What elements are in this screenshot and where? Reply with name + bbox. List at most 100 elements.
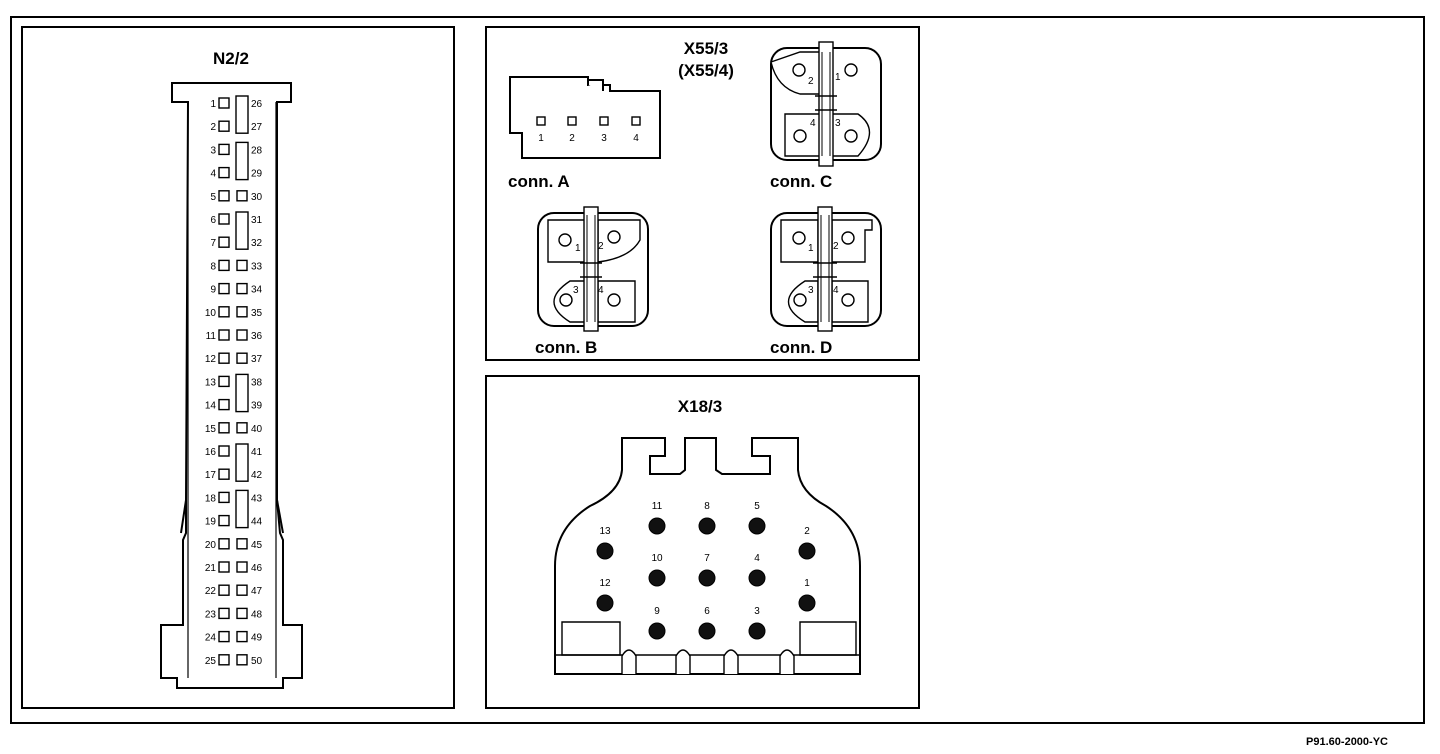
conn-b-pin: 4 — [598, 285, 604, 296]
n22-pin-cavity — [218, 561, 230, 573]
x183-pin-contact — [798, 594, 816, 612]
conn-c-pin: 2 — [808, 76, 814, 87]
conn-a-pin: 1 — [538, 133, 544, 144]
n22-pin-cavity — [236, 190, 248, 202]
n22-pin-label: 28 — [251, 145, 263, 156]
x183-pin-label: 5 — [754, 501, 760, 512]
x183-pin-label: 3 — [754, 606, 760, 617]
x183-pin-contact — [648, 622, 666, 640]
n22-pin-cavity — [236, 422, 248, 434]
conn-b-pin: 1 — [575, 243, 581, 254]
n22-pin-cavity — [236, 306, 248, 318]
n22-pin-label: 22 — [205, 586, 217, 597]
n22-pin-cavity — [218, 97, 230, 109]
conn-b-label: conn. B — [535, 338, 597, 357]
n22-pin-label: 50 — [251, 656, 263, 667]
n22-pin-cavity — [218, 468, 230, 480]
x183-pin-label: 2 — [804, 526, 810, 537]
x553-title: X55/3 — [684, 39, 728, 58]
n22-pin-label: 19 — [205, 517, 217, 528]
n22-pin-label: 40 — [251, 424, 263, 435]
n22-pin-cavity — [218, 259, 230, 272]
conn-a-pin: 2 — [569, 133, 575, 144]
x183-title: X18/3 — [678, 397, 722, 416]
n22-pin-cavity — [218, 120, 230, 132]
n22-pin-label: 25 — [205, 656, 217, 667]
conn-c-pin: 4 — [810, 118, 816, 129]
n22-pin-cavity — [218, 166, 230, 179]
n22-pin-label: 31 — [251, 215, 263, 226]
n22-pin-cavity — [218, 538, 230, 550]
n22-pin-cavity — [218, 329, 230, 341]
conn-b-connector: 1 2 3 4 — [537, 206, 649, 332]
x183-pin-label: 11 — [652, 501, 663, 512]
n22-pin-label: 4 — [210, 169, 216, 180]
n22-pin-cavity — [218, 190, 230, 202]
n22-pin-label: 10 — [205, 308, 217, 319]
n22-pin-cavity — [218, 630, 230, 643]
conn-a-label: conn. A — [508, 172, 570, 191]
n22-pin-cavity — [236, 282, 248, 295]
n22-pin-label: 15 — [205, 424, 217, 435]
n22-pin-cavity — [236, 538, 248, 550]
conn-d-pin: 3 — [808, 285, 814, 296]
n22-pin-cavity — [218, 607, 230, 620]
x183-pin-contact — [698, 622, 716, 640]
conn-c-connector: 2 1 4 3 — [770, 41, 882, 167]
n22-pin-cavity — [236, 259, 248, 272]
conn-c-pin: 1 — [835, 72, 841, 83]
n22-pin-label: 23 — [205, 609, 217, 620]
n22-pin-cavity — [218, 236, 230, 248]
panel-n22 — [21, 26, 455, 709]
n22-grouped-cavity — [235, 489, 249, 529]
n22-pin-cavity — [218, 282, 230, 295]
n22-pin-label: 6 — [210, 215, 216, 226]
conn-b-pin: 3 — [573, 285, 579, 296]
x183-pin-label: 7 — [704, 553, 710, 564]
conn-b-pin: 2 — [598, 241, 604, 252]
n22-pin-cavity — [218, 375, 230, 388]
conn-c-label: conn. C — [770, 172, 832, 191]
x183-pin-label: 6 — [704, 606, 710, 617]
conn-a-pin-cavity — [536, 116, 546, 126]
n22-pin-label: 5 — [210, 192, 216, 203]
n22-pin-cavity — [236, 607, 248, 620]
n22-pin-label: 34 — [251, 285, 263, 296]
n22-pin-cavity — [218, 445, 230, 457]
conn-a-pin: 3 — [601, 133, 607, 144]
n22-pin-cavity — [218, 422, 230, 434]
n22-pin-grid: 1234567891011121314151617181920212223242… — [205, 95, 263, 667]
n22-pin-label: 38 — [251, 377, 263, 388]
x183-pin-contact — [748, 517, 766, 535]
x183-pin-label: 10 — [651, 553, 663, 564]
x183-pin-contact — [648, 517, 666, 535]
conn-d-connector: 1 2 3 4 — [770, 206, 882, 332]
n22-pin-label: 30 — [251, 192, 263, 203]
conn-a-connector: 1 2 3 4 — [509, 76, 661, 159]
n22-pin-label: 37 — [251, 354, 263, 365]
x183-pin-contact — [698, 517, 716, 535]
n22-pin-cavity — [218, 398, 230, 411]
n22-pin-cavity — [236, 584, 248, 596]
n22-pin-cavity — [236, 561, 248, 573]
conn-d-pin: 1 — [808, 243, 814, 254]
conn-a-pin: 4 — [633, 133, 639, 144]
x183-pin-label: 8 — [704, 501, 710, 512]
n22-pin-label: 11 — [206, 331, 217, 342]
panel-x183 — [485, 375, 920, 709]
n22-pin-label: 47 — [251, 586, 263, 597]
x183-pin-contact — [748, 622, 766, 640]
n22-pin-label: 16 — [205, 447, 217, 458]
n22-pin-label: 27 — [251, 122, 263, 133]
n22-pin-label: 18 — [205, 493, 217, 504]
n22-pin-cavity — [218, 213, 230, 225]
n22-pin-label: 1 — [210, 99, 216, 110]
panel-x553 — [485, 26, 920, 361]
conn-a-pin-cavity — [599, 116, 609, 126]
n22-pin-cavity — [218, 143, 230, 156]
n22-pin-cavity — [218, 654, 230, 666]
n22-pin-label: 35 — [251, 308, 263, 319]
n22-pin-label: 13 — [205, 377, 217, 388]
n22-pin-label: 29 — [251, 169, 263, 180]
